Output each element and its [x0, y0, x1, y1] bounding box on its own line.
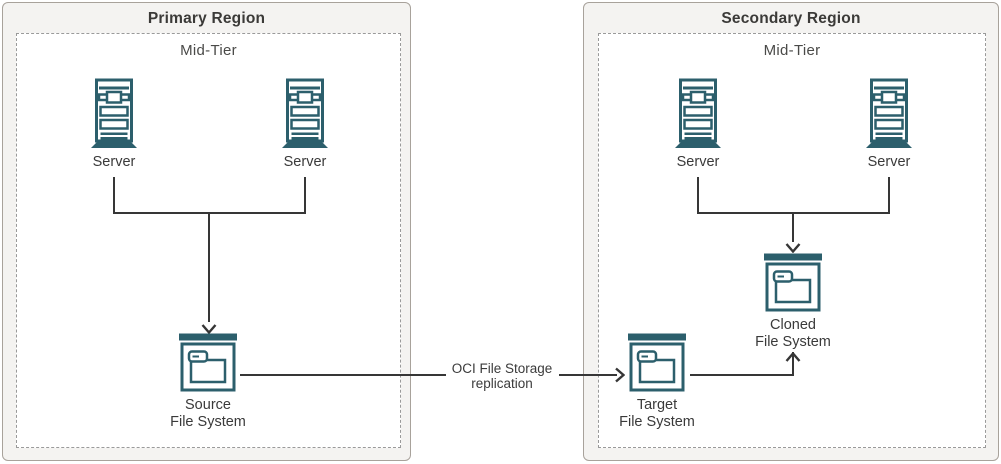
cloned-file-system-label-line2: File System	[755, 334, 831, 350]
arrowhead-down-icon	[785, 240, 801, 258]
replication-label-line1: OCI File Storage	[451, 361, 553, 376]
primary-region-title: Primary Region	[147, 10, 266, 27]
server-tower-icon	[91, 77, 137, 154]
arrowhead-down-icon	[201, 321, 217, 339]
connector-primary-server1-down	[113, 177, 115, 214]
source-file-system-label-line2: File System	[170, 414, 246, 430]
server-tower-icon	[675, 77, 721, 154]
replication-line-right-segment	[559, 374, 617, 376]
server-label: Server	[92, 154, 136, 170]
primary-midtier-label: Mid-Tier	[180, 42, 237, 59]
connector-target-to-cloned-vertical	[792, 352, 794, 376]
target-file-system-label: Target File System	[597, 397, 717, 431]
file-system-window-folder-icon	[179, 333, 237, 398]
replication-line-left-segment	[240, 374, 446, 376]
target-file-system-label-line1: Target	[636, 397, 678, 413]
cloned-file-system-label: Cloned File System	[733, 317, 853, 351]
server-tower-icon	[282, 77, 328, 154]
connector-secondary-to-cloned-vertical	[792, 212, 794, 242]
arrowhead-up-icon	[785, 349, 801, 367]
connector-secondary-server2-down	[888, 177, 890, 214]
file-system-window-folder-icon	[764, 253, 822, 318]
replication-label-line2: replication	[471, 376, 533, 391]
connector-primary-to-source-vertical	[208, 212, 210, 322]
target-file-system-label-line2: File System	[619, 414, 695, 430]
server-label: Server	[283, 154, 327, 170]
source-file-system-label: Source File System	[148, 397, 268, 431]
arrowhead-right-icon	[615, 367, 626, 388]
secondary-region-title: Secondary Region	[721, 10, 861, 27]
connector-primary-server2-down	[304, 177, 306, 214]
server-label: Server	[867, 154, 911, 170]
connector-secondary-server1-down	[697, 177, 699, 214]
connector-target-to-cloned-horizontal	[690, 374, 793, 376]
replication-label: OCI File Storage replication	[436, 361, 568, 391]
server-tower-icon	[866, 77, 912, 154]
source-file-system-label-line1: Source	[185, 397, 231, 413]
file-system-window-folder-icon	[628, 333, 686, 398]
secondary-midtier-label: Mid-Tier	[763, 42, 821, 59]
cloned-file-system-label-line1: Cloned	[770, 317, 816, 333]
server-label: Server	[676, 154, 720, 170]
